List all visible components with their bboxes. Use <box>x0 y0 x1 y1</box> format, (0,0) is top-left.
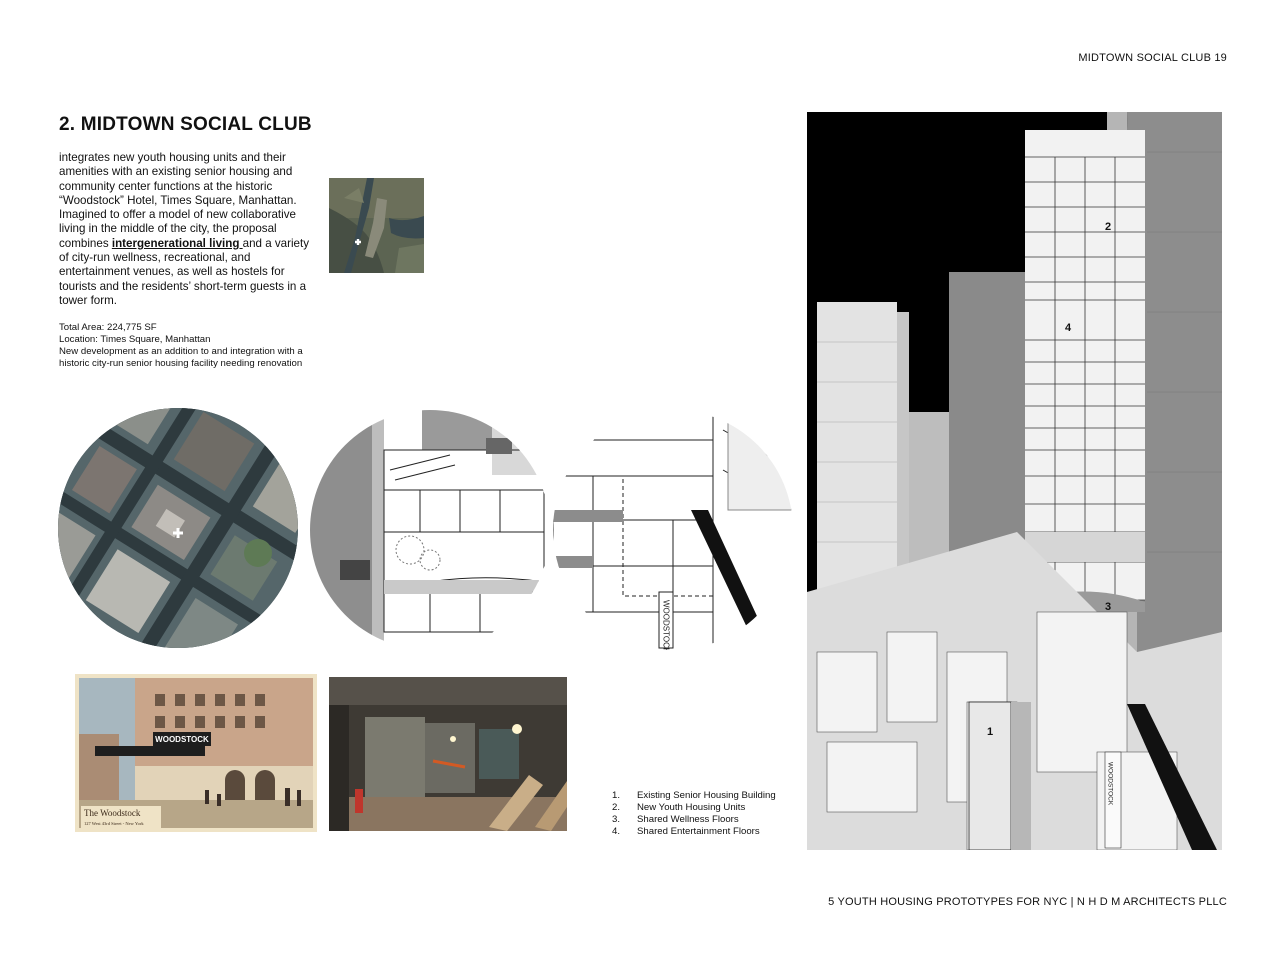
drawing-label-1: 1 <box>987 726 993 738</box>
section-detail-circle-2: WOODSTOCK <box>553 410 793 650</box>
development-note-2: historic city-run senior housing facilit… <box>59 358 303 369</box>
legend-item: 1.Existing Senior Housing Building <box>612 790 776 801</box>
page-title: 2. MIDTOWN SOCIAL CLUB <box>59 114 312 135</box>
interior-photo <box>329 677 567 831</box>
footer-credit: 5 YOUTH HOUSING PROTOTYPES FOR NYC | N H… <box>828 896 1227 908</box>
location-map-thumbnail <box>329 178 424 273</box>
historic-postcard-image: WOODSTOCK The Woodstock 127 West 43rd St… <box>75 674 317 832</box>
drawing-legend: 1.Existing Senior Housing Building 2.New… <box>612 790 776 838</box>
development-note-1: New development as an addition to and in… <box>59 346 303 357</box>
site-marker-icon <box>173 528 183 538</box>
woodstock-sign-text: WOODSTOCK <box>662 600 671 650</box>
aerial-view-circle <box>58 408 298 648</box>
location: Location: Times Square, Manhattan <box>59 334 211 345</box>
legend-label: Shared Entertainment Floors <box>637 826 760 837</box>
project-description: integrates new youth housing units and t… <box>59 151 317 308</box>
postcard-caption: The Woodstock <box>84 808 141 818</box>
description-emphasis: intergenerational living <box>111 236 243 250</box>
description-intro: integrates new youth housing units and t… <box>59 151 297 250</box>
postcard-address: 127 West 43rd Street - New York <box>84 821 144 826</box>
postcard-sign-text: WOODSTOCK <box>155 735 209 744</box>
legend-item: 4.Shared Entertainment Floors <box>612 826 760 837</box>
project-stats: Total Area: 224,775 SF Location: Times S… <box>59 322 319 370</box>
section-detail-circle-1 <box>310 410 550 650</box>
location-marker-icon <box>355 239 361 245</box>
woodstock-vertical-sign: WOODSTOCK <box>1107 762 1114 806</box>
page-header: MIDTOWN SOCIAL CLUB 19 <box>1078 52 1227 64</box>
legend-label: Shared Wellness Floors <box>637 814 739 825</box>
legend-item: 2.New Youth Housing Units <box>612 802 746 813</box>
legend-item: 3.Shared Wellness Floors <box>612 814 739 825</box>
description-rest: and a variety of city-run wellness, recr… <box>59 236 310 307</box>
total-area: Total Area: 224,775 SF <box>59 322 157 333</box>
drawing-label-4: 4 <box>1065 322 1072 334</box>
legend-label: Existing Senior Housing Building <box>637 790 776 801</box>
legend-label: New Youth Housing Units <box>637 802 746 813</box>
tower-section-drawing: 2 4 3 1 WOODSTOCK <box>807 112 1222 850</box>
drawing-label-2: 2 <box>1105 221 1111 233</box>
drawing-label-3: 3 <box>1105 601 1111 613</box>
